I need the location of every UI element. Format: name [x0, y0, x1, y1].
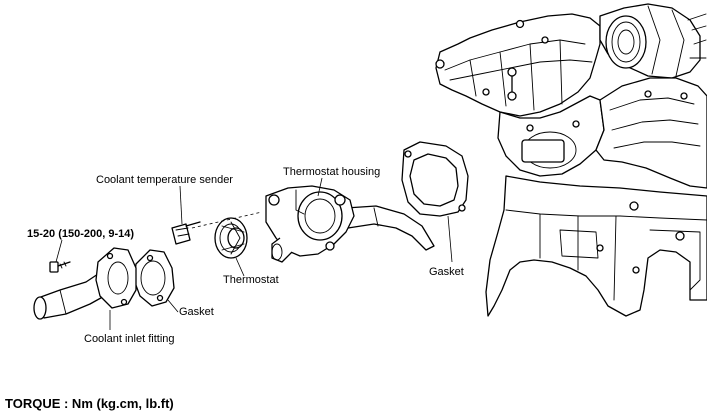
housing-label: Thermostat housing: [283, 166, 381, 178]
sender-label: Coolant temperature sender: [96, 174, 233, 186]
engine-block: [435, 3, 707, 317]
gasket-right-label: Gasket: [429, 266, 464, 278]
coolant-temperature-sender: [171, 185, 263, 245]
torque-units-note: TORQUE : Nm (kg.cm, lb.ft): [5, 396, 174, 411]
gasket-left-label: Gasket: [179, 306, 214, 318]
thermostat-housing: [265, 177, 435, 263]
torque-spec-label: 15-20 (150-200, 9-14): [27, 228, 135, 240]
thermostat: [214, 217, 248, 277]
thermostat-label: Thermostat: [223, 274, 279, 286]
fitting-bolt: [49, 239, 71, 273]
gasket-left: [133, 249, 179, 313]
coolant-inlet-fitting: [33, 247, 137, 330]
inlet-fitting-label: Coolant inlet fitting: [84, 333, 175, 345]
gasket-right: [401, 141, 469, 263]
